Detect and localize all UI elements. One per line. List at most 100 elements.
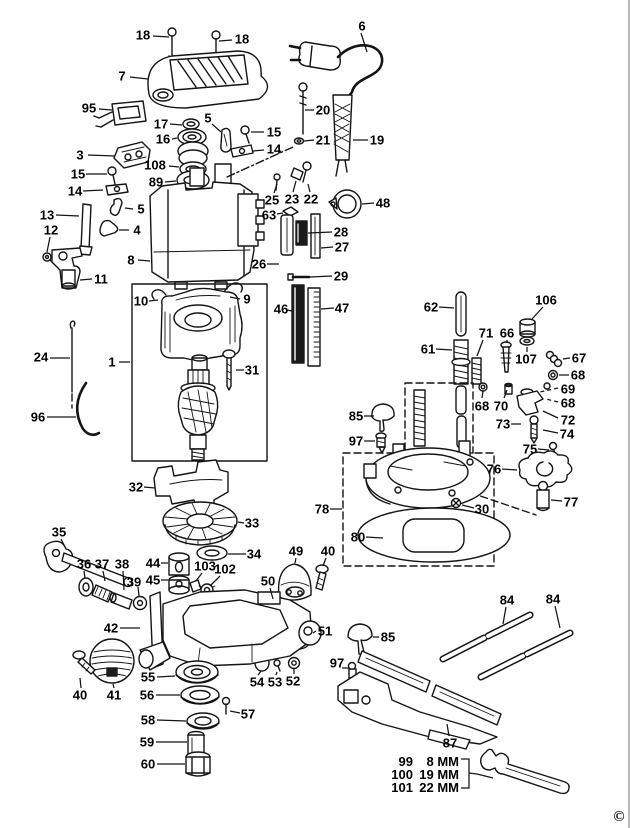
callout-33: 33 xyxy=(245,516,259,531)
callout-73: 73 xyxy=(496,417,510,432)
callout-55: 55 xyxy=(141,670,155,685)
part-55-bearing xyxy=(175,660,219,684)
leader-line-48 xyxy=(361,202,375,205)
callout-85: 85 xyxy=(349,409,363,424)
part-20-screw xyxy=(298,82,308,135)
leader-line-46 xyxy=(286,309,293,312)
callout-106: 106 xyxy=(535,293,557,308)
part-5-latch-upper xyxy=(220,127,232,153)
copyright-symbol: © xyxy=(613,809,624,825)
leader-line-68 xyxy=(481,390,484,399)
wrench-ref-100: 100 xyxy=(391,767,413,782)
part-85-knob-lower xyxy=(347,623,373,655)
callout-85: 85 xyxy=(381,630,395,645)
callout-5: 5 xyxy=(204,111,211,126)
part-45-bushing xyxy=(168,575,190,595)
parts-9-10-field-stator xyxy=(151,282,243,361)
callout-72: 72 xyxy=(561,413,575,428)
callout-67: 67 xyxy=(572,351,586,366)
callout-38: 38 xyxy=(115,557,129,572)
callout-37: 37 xyxy=(95,557,109,572)
callout-59: 59 xyxy=(140,735,154,750)
leader-line-3 xyxy=(87,154,116,157)
callout-57: 57 xyxy=(241,707,255,722)
part-96-wire-clip xyxy=(75,381,101,437)
part-15-screw-left xyxy=(107,166,117,185)
part-58-ring xyxy=(186,712,220,730)
callout-89: 89 xyxy=(149,175,163,190)
leader-line-72 xyxy=(542,410,559,419)
leader-line-51 xyxy=(312,630,317,634)
part-80-sub-base xyxy=(357,507,511,563)
callout-19: 19 xyxy=(370,133,384,148)
part-31-bolt xyxy=(222,349,236,391)
callout-10: 10 xyxy=(134,294,148,309)
part-5-latch-lower xyxy=(109,197,123,216)
leader-line-57 xyxy=(229,710,241,714)
leader-line-62 xyxy=(438,306,455,309)
leader-line-35 xyxy=(60,538,66,548)
callout-49: 49 xyxy=(289,544,303,559)
part-32-bearing-bracket xyxy=(153,459,229,509)
callout-21: 21 xyxy=(316,133,330,148)
part-87-fence xyxy=(337,650,502,750)
part-46-bar xyxy=(291,284,305,364)
callout-15: 15 xyxy=(267,125,281,140)
leader-line-29 xyxy=(309,275,333,278)
callout-76: 76 xyxy=(487,462,501,477)
callout-102: 102 xyxy=(214,562,236,577)
leader-line-39 xyxy=(137,586,140,597)
leader-line-70 xyxy=(503,389,508,399)
leader-line-76 xyxy=(501,468,518,471)
leader-line-5 xyxy=(211,123,222,133)
leader-line-67 xyxy=(562,357,571,360)
callout-68: 68 xyxy=(571,368,585,383)
callout-74: 74 xyxy=(560,427,575,442)
callout-5: 5 xyxy=(137,202,144,217)
leader-line-16 xyxy=(171,137,178,140)
leader-line-6 xyxy=(360,32,368,53)
callout-27: 27 xyxy=(335,240,349,255)
part-4-latch xyxy=(99,219,119,237)
plunge-spring-and-rod xyxy=(413,385,467,449)
part-24-pin xyxy=(69,320,76,409)
callout-52: 52 xyxy=(286,674,300,689)
leader-line-33 xyxy=(237,521,245,524)
callout-61: 61 xyxy=(421,342,435,357)
leader-line-49 xyxy=(294,557,297,564)
part-13-strip xyxy=(78,203,93,256)
parts-26-28-27-brush-set xyxy=(280,213,321,259)
callout-35: 35 xyxy=(52,525,66,540)
callout-40: 40 xyxy=(321,544,335,559)
leader-line-38 xyxy=(122,570,125,591)
callout-60: 60 xyxy=(141,757,155,772)
part-85-knob-upper xyxy=(371,403,395,432)
leader-line-25 xyxy=(273,183,278,194)
callout-12: 12 xyxy=(44,223,58,238)
callout-75: 75 xyxy=(523,442,537,457)
part-30-screw xyxy=(450,497,462,509)
callout-51: 51 xyxy=(318,624,332,639)
leader-line-14 xyxy=(252,149,265,152)
callout-40: 40 xyxy=(73,688,87,703)
leader-line-84 xyxy=(502,606,507,625)
callout-26: 26 xyxy=(252,257,266,272)
part-42-motor-base-casting xyxy=(138,589,322,671)
leader-line-23 xyxy=(292,180,297,193)
callout-13: 13 xyxy=(40,208,54,223)
callout-14: 14 xyxy=(68,184,83,199)
callout-80: 80 xyxy=(351,530,365,545)
leader-line-68 xyxy=(545,398,559,403)
leader-line-5 xyxy=(124,207,134,210)
leader-line-10 xyxy=(148,299,159,302)
part-48-knob xyxy=(328,189,362,219)
callout-11: 11 xyxy=(94,272,108,287)
leader-line-17 xyxy=(169,123,183,126)
part-56-retainer-ring xyxy=(180,685,220,705)
parts-25-23-22-terminals xyxy=(273,161,312,191)
leader-line-69 xyxy=(539,387,559,393)
leader-line-102 xyxy=(209,575,221,587)
leader-line-71 xyxy=(476,339,484,357)
callout-96: 96 xyxy=(31,410,45,425)
